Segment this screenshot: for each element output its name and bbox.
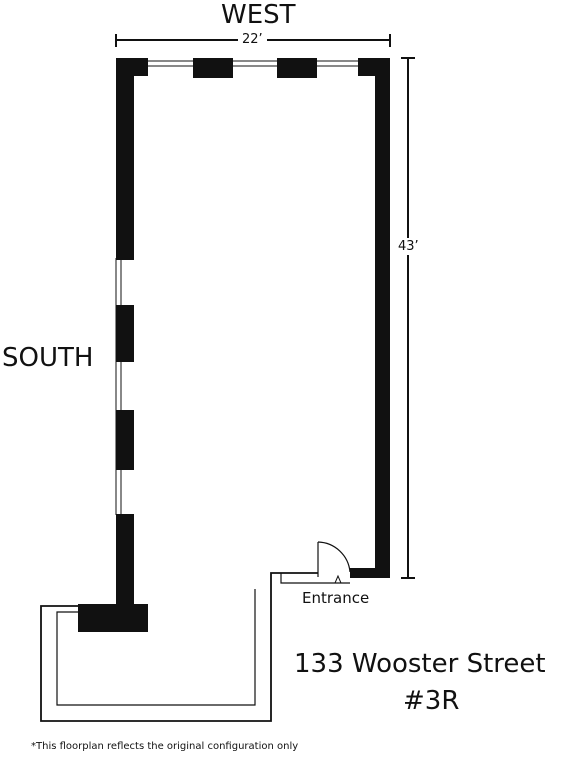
south-wall-pier-2 xyxy=(116,410,134,470)
entrance-marker-icon xyxy=(334,574,342,584)
west-wall-pier-1 xyxy=(193,58,233,78)
south-orientation-label: SOUTH xyxy=(2,343,94,373)
south-corner-block xyxy=(78,604,148,632)
entrance-door xyxy=(317,541,351,577)
lower-alcove-outline xyxy=(40,572,318,722)
floorplan-footnote: *This floorplan reflects the original co… xyxy=(31,741,299,752)
address-unit-label: #3R xyxy=(403,686,460,716)
south-windows xyxy=(115,258,122,515)
south-wall-lower-segment xyxy=(116,514,134,606)
entrance-label: Entrance xyxy=(302,589,370,607)
east-wall xyxy=(375,58,390,578)
south-wall-pier-1 xyxy=(116,305,134,362)
west-orientation-label: WEST xyxy=(221,0,296,30)
west-wall-pier-2 xyxy=(277,58,317,78)
length-dimension-label: 43’ xyxy=(398,238,419,255)
width-dimension-label: 22’ xyxy=(238,33,267,46)
walls xyxy=(78,58,390,632)
length-dimension-line xyxy=(401,57,415,579)
entrance-wall-stub xyxy=(350,568,390,578)
south-wall-upper-segment xyxy=(116,58,134,260)
west-windows xyxy=(148,60,360,67)
alcove-corner-detail xyxy=(280,573,350,584)
address-street-label: 133 Wooster Street xyxy=(294,649,546,679)
alcove-inner-outline xyxy=(56,589,256,706)
